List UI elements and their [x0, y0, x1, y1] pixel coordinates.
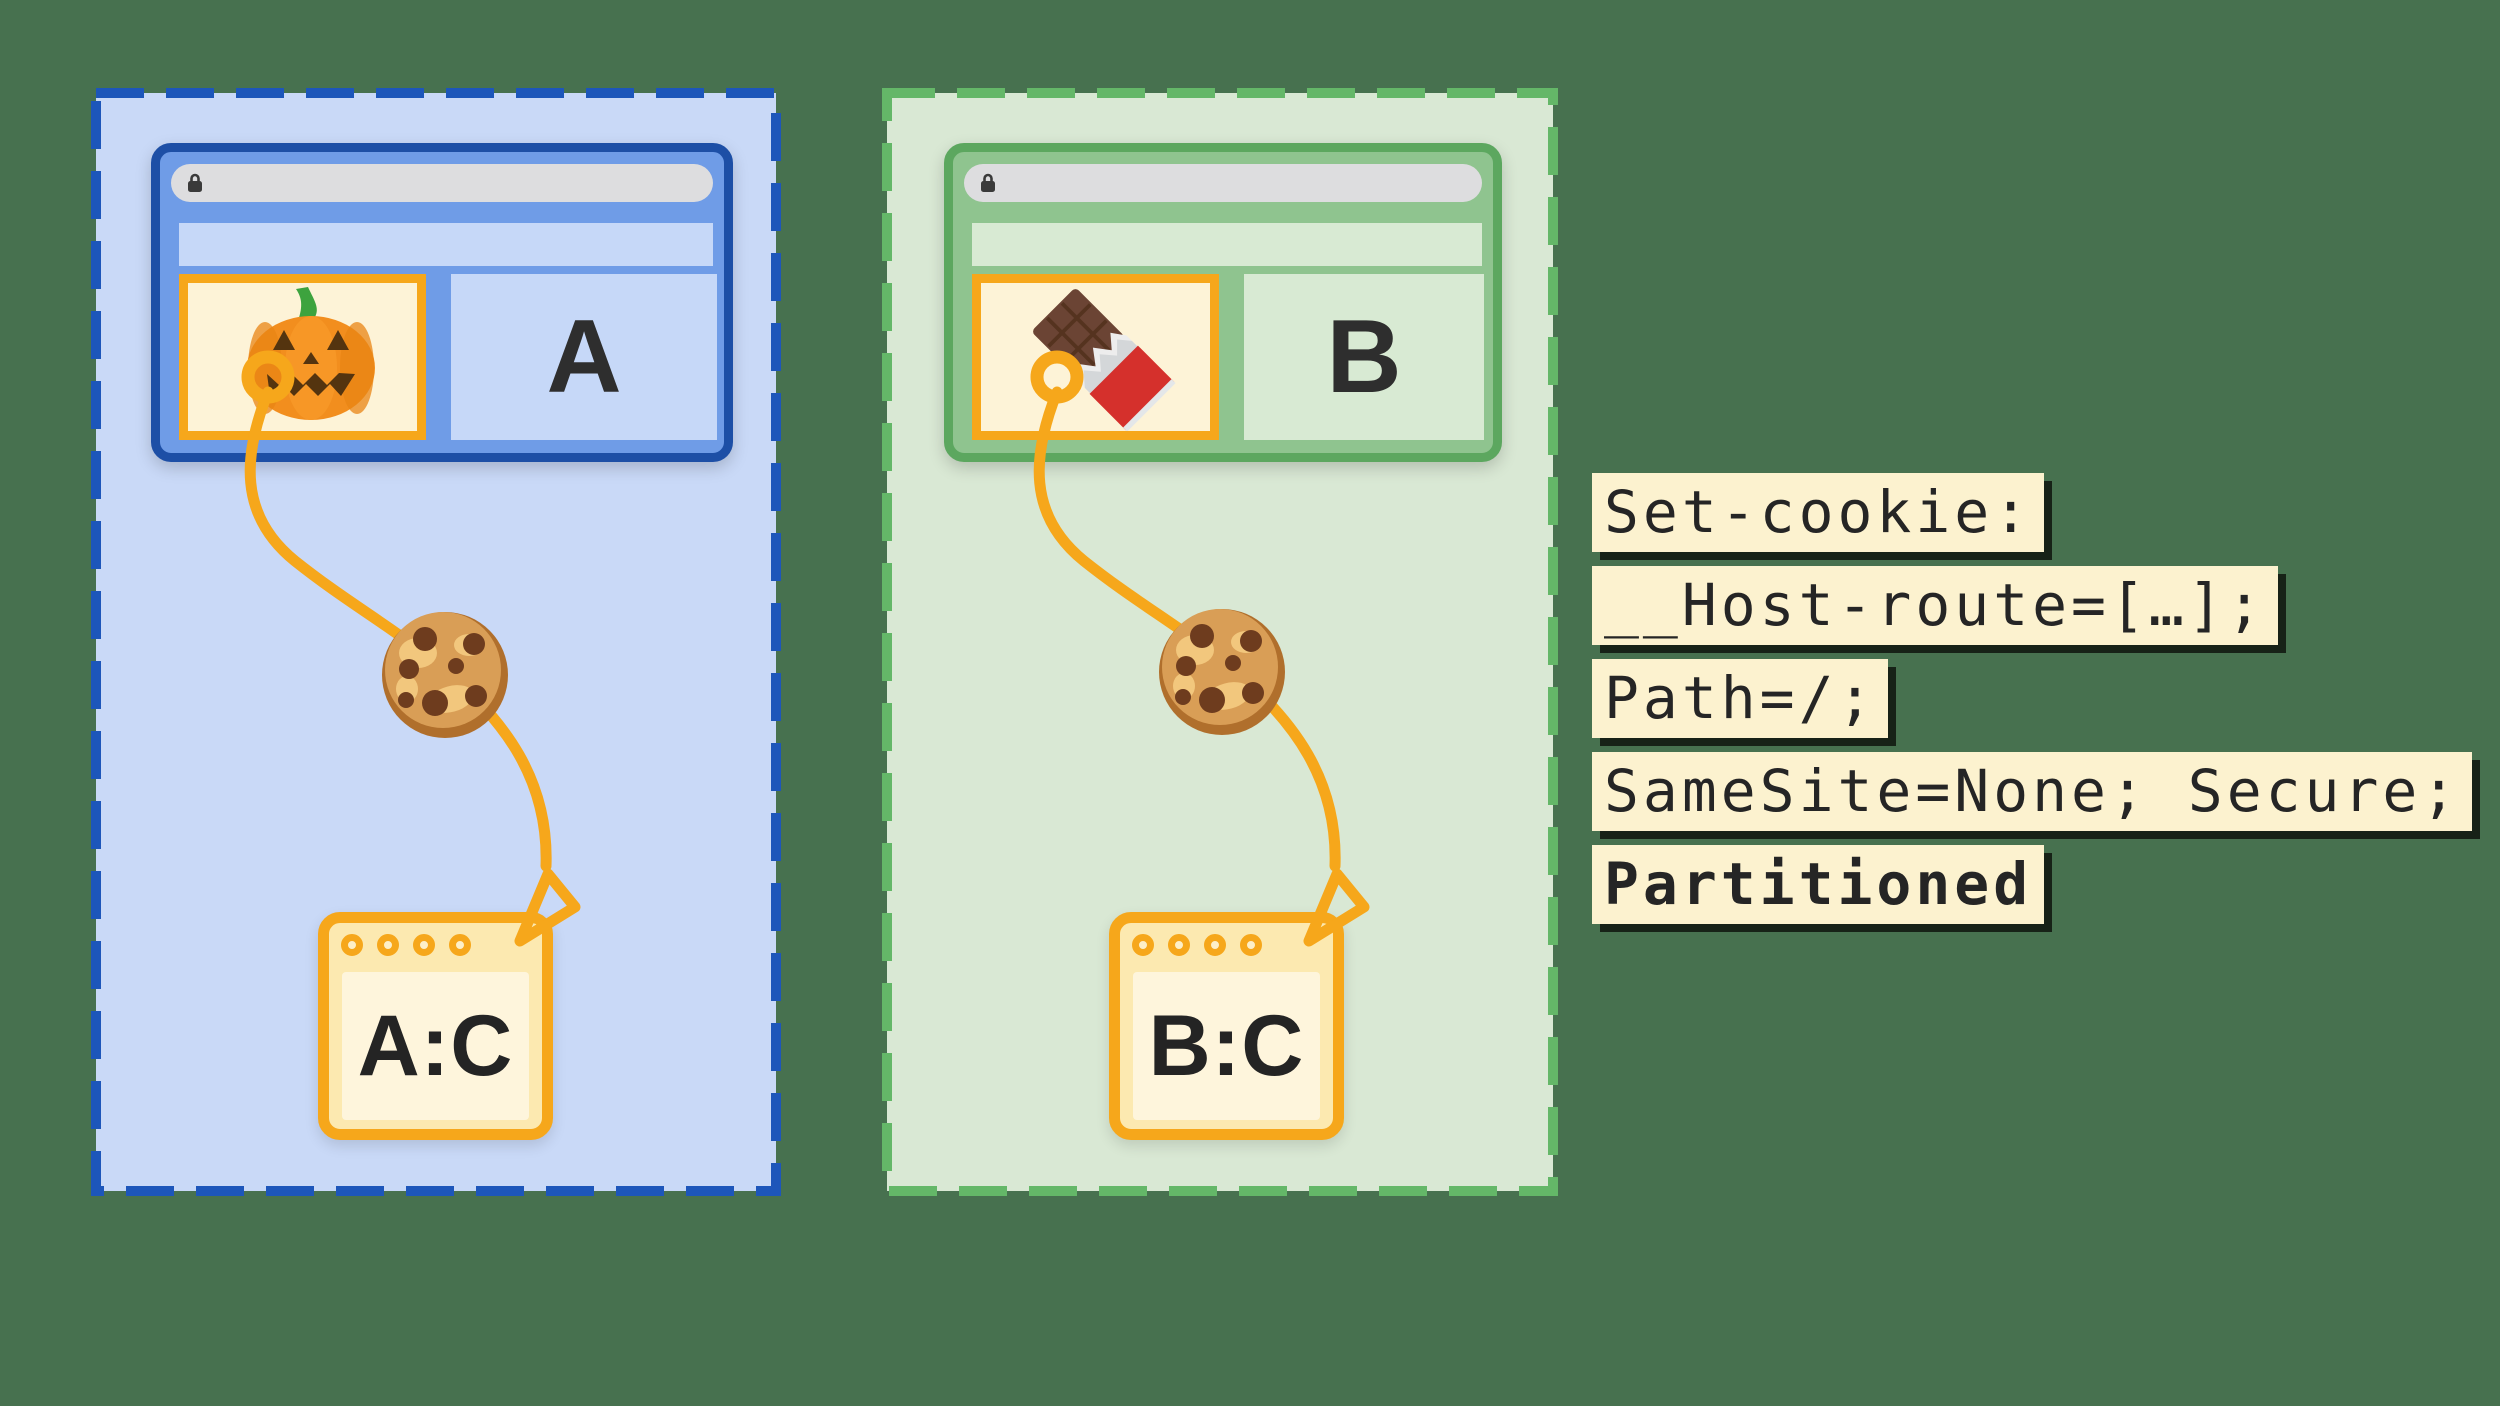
set-cookie-code-block: Set-cookie: __Host-route=[…]; Path=/; Sa… — [1592, 473, 2473, 938]
code-line: __Host-route=[…]; — [1592, 566, 2278, 645]
site-label-a: A — [451, 274, 717, 440]
embedded-third-party-iframe-b[interactable] — [972, 274, 1219, 440]
code-line: Set-cookie: — [1592, 473, 2045, 552]
page-content-row-a — [179, 223, 713, 266]
code-line: Partitioned — [1592, 845, 2045, 924]
code-line: SameSite=None; Secure; — [1592, 752, 2473, 831]
storage-dot — [377, 934, 399, 956]
partition-storage-a: A:C — [318, 912, 553, 1140]
partition-storage-b: B:C — [1109, 912, 1344, 1140]
storage-dot — [449, 934, 471, 956]
browser-window-a: A — [151, 143, 733, 462]
storage-dots — [341, 934, 471, 956]
code-line: Path=/; — [1592, 659, 1889, 738]
address-bar-a[interactable] — [171, 164, 713, 202]
storage-dot — [341, 934, 363, 956]
site-label-b-text: B — [1326, 298, 1402, 415]
partition-key-b-text: B:C — [1148, 997, 1305, 1094]
storage-dot — [1240, 934, 1262, 956]
browser-window-b: B — [944, 143, 1502, 462]
partition-key-b: B:C — [1133, 972, 1320, 1120]
site-label-a-text: A — [546, 298, 622, 415]
site-label-b: B — [1244, 274, 1484, 440]
storage-dot — [1168, 934, 1190, 956]
storage-dot — [1204, 934, 1226, 956]
storage-dots — [1132, 934, 1262, 956]
page-content-row-b — [972, 223, 1482, 266]
storage-dot — [413, 934, 435, 956]
embedded-third-party-iframe-a[interactable] — [179, 274, 426, 440]
storage-dot — [1132, 934, 1154, 956]
partition-key-a-text: A:C — [357, 997, 514, 1094]
chocolate-bar-icon — [1033, 289, 1176, 431]
lock-icon — [981, 173, 995, 192]
jack-o-lantern-icon — [247, 287, 375, 420]
address-bar-b[interactable] — [964, 164, 1482, 202]
partition-key-a: A:C — [342, 972, 529, 1120]
lock-icon — [188, 173, 202, 192]
